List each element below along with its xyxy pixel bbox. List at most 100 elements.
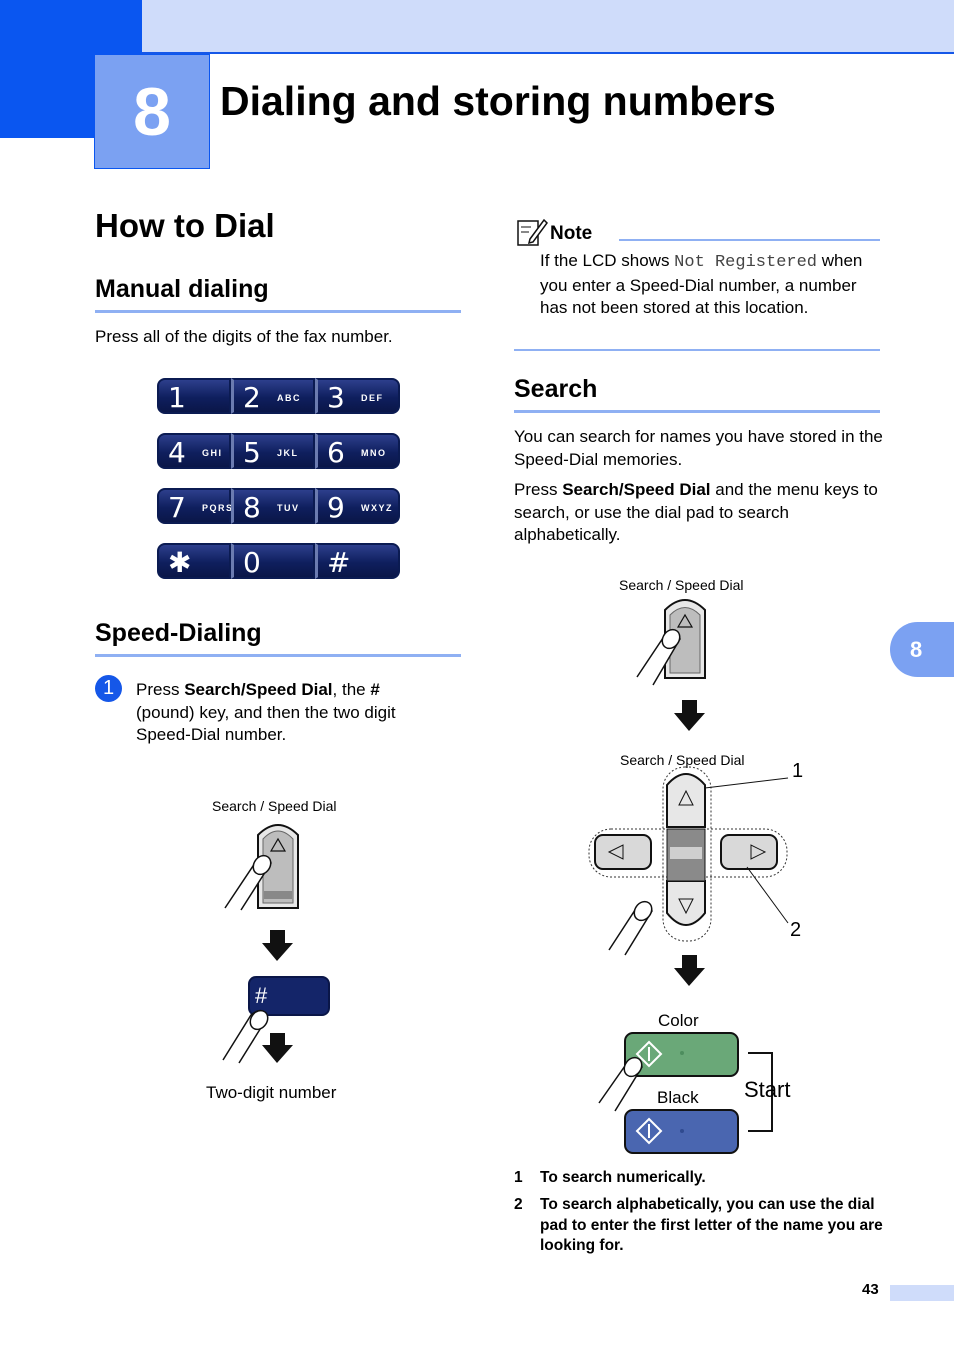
key-digit: 7 xyxy=(168,491,186,524)
note-text-post: when you enter a Speed-Dial number, a nu… xyxy=(540,251,863,317)
note-title: Note xyxy=(550,223,593,244)
key-letters: JKL xyxy=(277,448,299,458)
heading-search: Search xyxy=(514,375,880,413)
key-letters: TUV xyxy=(277,503,300,513)
keypad-key[interactable]: 1 xyxy=(157,378,231,414)
note-top-rule xyxy=(619,239,880,241)
note-text-pre: If the LCD shows xyxy=(540,251,675,270)
note-text: If the LCD shows Not Registered when you… xyxy=(540,250,880,320)
step-text-search-key: Search/Speed Dial xyxy=(184,680,333,699)
key-digit: 4 xyxy=(168,436,186,469)
step-text-pound-key: # xyxy=(370,680,380,699)
search-speed-dial-key-icon xyxy=(257,824,299,909)
search-key-label-top: Search / Speed Dial xyxy=(619,577,744,593)
key-letters: GHI xyxy=(202,448,223,458)
speed-dial-step-text: Press Search/Speed Dial, the # (pound) k… xyxy=(136,679,436,747)
search-p2-post: and the menu keys to search, or use the … xyxy=(514,480,878,544)
key-digit: 0 xyxy=(243,546,261,579)
keypad-key[interactable]: 7 PQRS xyxy=(157,488,234,524)
arrow-down-icon xyxy=(674,700,705,731)
manual-dialing-text: Press all of the digits of the fax numbe… xyxy=(95,327,393,346)
step-number-badge: 1 xyxy=(95,675,122,702)
callout-line-2 xyxy=(746,866,789,924)
black-start-key-icon xyxy=(624,1109,739,1154)
callout-line-1 xyxy=(704,777,789,789)
start-bracket xyxy=(748,1052,773,1132)
chapter-number: 8 xyxy=(94,54,210,169)
key-digit: ✱ xyxy=(168,546,192,579)
start-label: Start xyxy=(744,1077,791,1102)
arrow-down-icon xyxy=(262,1033,293,1063)
note-pencil-icon xyxy=(517,218,548,246)
keypad-key[interactable]: # xyxy=(315,543,400,579)
footnote-2-number: 2 xyxy=(514,1196,523,1213)
speed-dial-diagram xyxy=(222,824,330,1064)
color-label: Color xyxy=(658,1011,699,1030)
search-paragraph-2: Press Search/Speed Dial and the menu key… xyxy=(514,479,884,547)
heading-manual-dialing: Manual dialing xyxy=(95,275,461,313)
hash-key-label: # xyxy=(255,983,268,1008)
footnote-1-number: 1 xyxy=(514,1169,523,1186)
keypad-key[interactable]: 0 xyxy=(231,543,315,579)
keypad-row: 7 PQRS 8 TUV 9 WXYZ xyxy=(157,488,400,524)
note-bottom-rule xyxy=(514,349,880,351)
keypad-key[interactable]: 8 TUV xyxy=(231,488,315,524)
black-label: Black xyxy=(657,1088,699,1107)
keypad-row: ✱ 0 # xyxy=(157,543,400,579)
key-digit: 2 xyxy=(243,381,261,414)
keypad-key[interactable]: 2 ABC xyxy=(231,378,315,414)
search-diagram xyxy=(588,599,789,1154)
keypad-key[interactable]: 9 WXYZ xyxy=(315,488,400,524)
key-digit: 8 xyxy=(243,491,261,524)
key-digit: 1 xyxy=(168,381,186,414)
two-digit-caption: Two-digit number xyxy=(206,1083,337,1102)
keypad-key[interactable]: 3 DEF xyxy=(315,378,400,414)
callout-2: 2 xyxy=(790,919,802,941)
search-key-label-mid: Search / Speed Dial xyxy=(620,752,745,768)
step-text-post: (pound) key, and then the two digit Spee… xyxy=(136,702,396,745)
section-title-how-to-dial: How to Dial xyxy=(95,207,275,244)
search-p2-key: Search/Speed Dial xyxy=(562,480,711,499)
finger-icon xyxy=(598,1056,643,1112)
lcd-message: Not Registered xyxy=(674,253,817,272)
hash-key-icon xyxy=(248,976,330,1016)
finger-icon xyxy=(224,854,272,911)
arrow-down-icon xyxy=(674,955,705,986)
arrow-down-icon xyxy=(262,930,293,961)
callout-1: 1 xyxy=(792,760,804,782)
key-letters: WXYZ xyxy=(361,503,393,513)
key-letters: ABC xyxy=(277,393,301,403)
search-speed-dial-key-icon xyxy=(664,599,706,679)
key-letters: PQRS xyxy=(202,503,234,513)
keypad-key[interactable]: ✱ xyxy=(157,543,231,579)
keypad-row: 1 2 ABC 3 DEF xyxy=(157,378,400,414)
finger-icon xyxy=(608,900,653,956)
chapter-title: Dialing and storing numbers xyxy=(220,78,776,124)
key-letters: DEF xyxy=(361,393,384,403)
footnote-2-text: To search alphabetically, you can use th… xyxy=(540,1196,883,1254)
key-digit: 3 xyxy=(327,381,345,414)
key-letters: MNO xyxy=(361,448,387,458)
keypad-key[interactable]: 6 MNO xyxy=(315,433,400,469)
search-p2-pre: Press xyxy=(514,480,563,499)
chapter-side-tab[interactable]: 8 xyxy=(890,622,954,677)
finger-icon xyxy=(636,628,681,686)
search-paragraph-1: You can search for names you have stored… xyxy=(514,427,883,469)
keypad-key[interactable]: 4 GHI xyxy=(157,433,231,469)
key-digit: # xyxy=(327,546,351,579)
color-start-key-icon xyxy=(624,1032,739,1077)
key-digit: 9 xyxy=(327,491,345,524)
heading-speed-dialing: Speed-Dialing xyxy=(95,619,461,657)
page-number: 43 xyxy=(862,1281,879,1298)
navigation-keys-icon xyxy=(588,766,788,942)
header-band xyxy=(0,0,954,54)
speed-dial-key-label: Search / Speed Dial xyxy=(212,798,337,814)
step-text-mid: , the xyxy=(332,680,371,699)
key-digit: 6 xyxy=(327,436,345,469)
step-text-pre: Press xyxy=(136,680,185,699)
page-number-bar xyxy=(890,1285,954,1301)
finger-icon xyxy=(222,1009,269,1064)
footnote-1-text: To search numerically. xyxy=(540,1169,706,1186)
